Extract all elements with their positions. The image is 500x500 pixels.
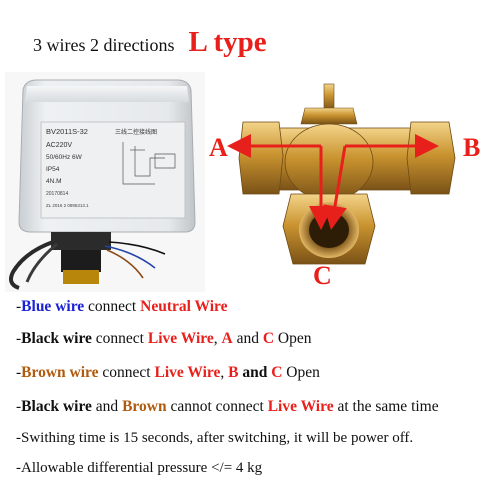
- instruction-line-pressure: -Allowable differential pressure </= 4 k…: [16, 460, 262, 477]
- instruction-segment: and: [91, 398, 123, 415]
- valve-diagram: A B C: [209, 83, 480, 288]
- instruction-segment: and: [232, 330, 263, 347]
- instruction-segment: -: [16, 330, 22, 347]
- instruction-segment: A: [221, 330, 233, 347]
- instruction-segment: C: [271, 364, 283, 381]
- instruction-segment: Brown wire: [21, 364, 99, 381]
- instruction-segment: Open: [274, 330, 312, 347]
- instruction-line-blue-wire: -Blue wire connect Neutral Wire: [16, 298, 228, 316]
- instruction-segment: Live Wire: [267, 398, 334, 415]
- model-text: BV2011S-32: [46, 127, 88, 136]
- instruction-segment: B: [228, 364, 239, 381]
- wiring-diagram-icon: [122, 142, 176, 185]
- voltage-text: AC220V: [46, 142, 72, 149]
- instruction-line-no-both-live: -Black wire and Brown cannot connect Liv…: [16, 398, 439, 416]
- instruction-segment: connect: [98, 364, 155, 381]
- instruction-segment: cannot connect: [166, 398, 268, 415]
- instruction-segment: -: [16, 398, 22, 415]
- flow-arrows: [227, 134, 439, 230]
- instruction-segment: Black wire: [21, 398, 92, 415]
- instruction-segment: Neutral Wire: [140, 298, 228, 315]
- torque-text: 4N.M: [46, 178, 62, 185]
- instruction-line-switching-time: -Swithing time is 15 seconds, after swit…: [16, 430, 413, 447]
- instruction-segment: -: [16, 364, 22, 381]
- actuator-image: BV2011S-32 AC220V 50/60Hz 6W IP54 4N.M 2…: [5, 72, 205, 292]
- instruction-segment: connect: [84, 298, 141, 315]
- instruction-segment: Brown: [122, 398, 167, 415]
- code-text: ZL 2016 2 0895313.1: [46, 203, 89, 208]
- instruction-segment: ,: [213, 330, 222, 347]
- instruction-segment: C: [262, 330, 275, 347]
- instruction-line-brown-wire: -Brown wire connect Live Wire, B and C O…: [16, 364, 320, 382]
- instruction-segment: ,: [220, 364, 229, 381]
- page-title: 3 wires 2 directions: [33, 35, 175, 55]
- title-row: 3 wires 2 directions L type: [33, 26, 267, 62]
- instruction-segment: Live Wire: [154, 364, 221, 381]
- instruction-segment: Open: [282, 364, 320, 381]
- instruction-segment: -: [16, 298, 22, 315]
- instruction-segment: and: [238, 364, 272, 381]
- chinese-title-text: 三线二控接线图: [115, 128, 157, 136]
- rating-text: IP54: [46, 166, 60, 173]
- instruction-segment: Black wire: [21, 330, 92, 347]
- instruction-segment: Blue wire: [21, 298, 85, 315]
- instruction-segment: connect: [91, 330, 148, 347]
- instruction-segment: at the same time: [333, 398, 439, 415]
- port-c-label: C: [313, 261, 332, 288]
- instruction-segment: -Allowable differential pressure </= 4 k…: [16, 460, 263, 476]
- instruction-line-black-wire: -Black wire connect Live Wire, A and C O…: [16, 330, 312, 348]
- port-a-label: A: [209, 133, 228, 162]
- instruction-segment: Live Wire: [147, 330, 214, 347]
- port-b-label: B: [463, 133, 480, 162]
- type-label: L type: [188, 26, 267, 58]
- date-text: 20170814: [46, 191, 68, 197]
- instruction-segment: -Swithing time is 15 seconds, after swit…: [16, 430, 414, 446]
- frequency-text: 50/60Hz 6W: [46, 154, 83, 161]
